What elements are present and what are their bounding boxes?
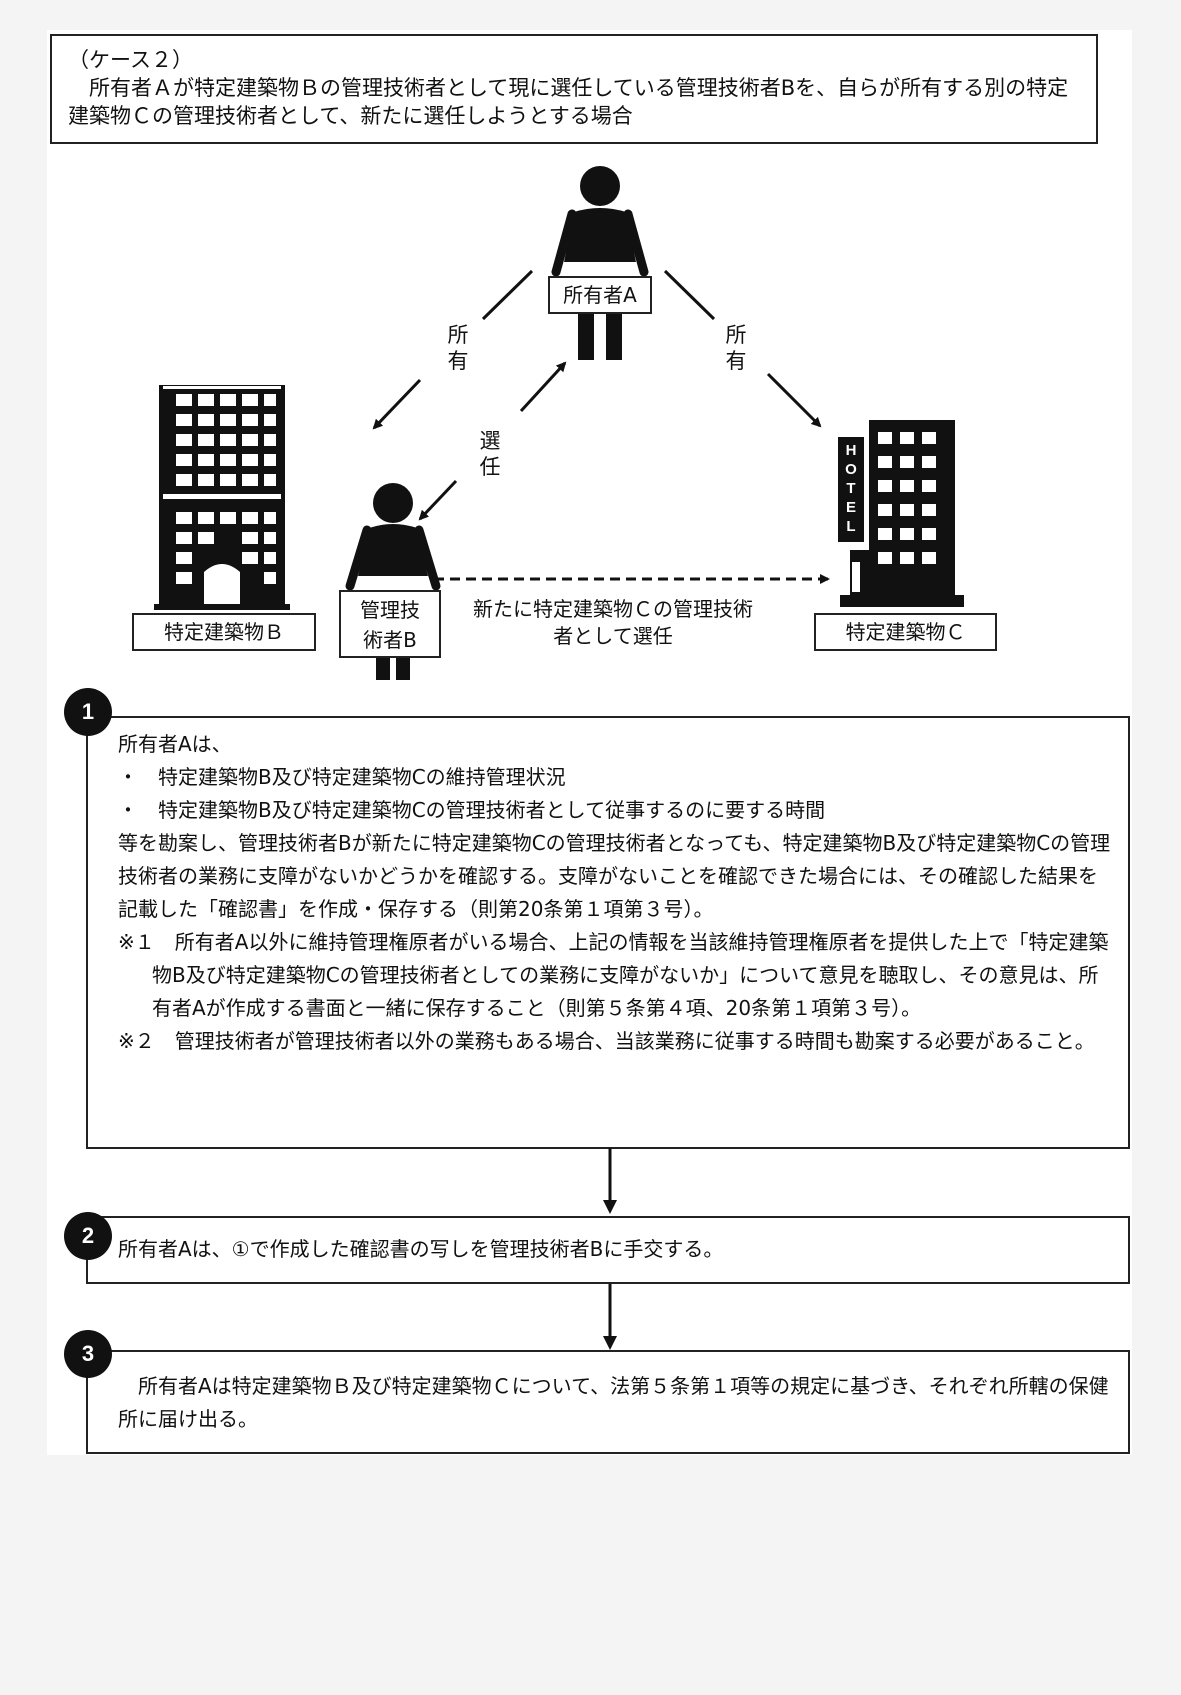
hotel-sign-letter: H bbox=[846, 442, 857, 459]
step1-bullet-1: ・ 特定建築物B及び特定建築物Cの維持管理状況 bbox=[118, 765, 566, 789]
case-description-box: （ケース２） 所有者Ａが特定建築物Ｂの管理技術者として現に選任している管理技術者… bbox=[50, 34, 1098, 144]
step1-number-badge: 1 bbox=[64, 688, 112, 736]
owns-c-arrow bbox=[766, 372, 822, 428]
owns-right-char-2: 有 bbox=[725, 349, 747, 373]
manager-b-label: 管理技 術者B bbox=[339, 590, 441, 658]
step1-box: 所有者Aは、 ・ 特定建築物B及び特定建築物Cの維持管理状況 ・ 特定建築物B及… bbox=[86, 716, 1130, 1149]
step2-number-badge: 2 bbox=[64, 1212, 112, 1260]
step3-box: 所有者Aは特定建築物Ｂ及び特定建築物Ｃについて、法第５条第１項等の規定に基づき、… bbox=[86, 1350, 1130, 1454]
manager-person-icon bbox=[345, 483, 441, 680]
step2-text: 所有者Aは、①で作成した確認書の写しを管理技術者Bに手交する。 bbox=[118, 1237, 724, 1261]
step1-intro: 所有者Aは、 bbox=[118, 732, 232, 756]
manager-b-label-line1: 管理技 bbox=[360, 598, 420, 622]
appoint-arrow-up bbox=[519, 361, 567, 413]
owner-person-icon bbox=[551, 166, 649, 360]
case-title: （ケース２） bbox=[68, 48, 193, 72]
case-description: 所有者Ａが特定建築物Ｂの管理技術者として現に選任している管理技術者Bを、自らが所… bbox=[68, 76, 1069, 128]
owns-right-char-1: 所 bbox=[725, 323, 747, 347]
owns-c-line-upper bbox=[663, 269, 716, 321]
hotel-sign-letter: T bbox=[846, 480, 855, 497]
owns-b-line-upper bbox=[481, 269, 534, 321]
step2-to-step3-arrow bbox=[603, 1284, 617, 1350]
step1-note-1: ※１ 所有者A以外に維持管理権原者がいる場合、上記の情報を当該維持管理権原者を提… bbox=[118, 930, 1109, 1020]
owns-b-arrow bbox=[372, 378, 422, 430]
building-b-label: 特定建築物Ｂ bbox=[132, 613, 316, 651]
appoint-char-1: 選 bbox=[479, 429, 501, 453]
step1-to-step2-arrow bbox=[603, 1148, 617, 1214]
step3-number-badge: 3 bbox=[64, 1330, 112, 1378]
manager-b-label-line2: 術者B bbox=[363, 628, 417, 652]
owns-left-char-2: 有 bbox=[447, 349, 469, 373]
building-c-label: 特定建築物Ｃ bbox=[814, 613, 997, 651]
step3-text: 所有者Aは特定建築物Ｂ及び特定建築物Ｃについて、法第５条第１項等の規定に基づき、… bbox=[118, 1374, 1109, 1431]
appoint-char-2: 任 bbox=[479, 455, 501, 479]
new-appoint-caption: 新たに特定建築物Ｃの管理技術 者として選任 bbox=[448, 596, 778, 650]
step2-box: 所有者Aは、①で作成した確認書の写しを管理技術者Bに手交する。 bbox=[86, 1216, 1130, 1284]
owner-a-label: 所有者A bbox=[548, 276, 652, 314]
hotel-sign-letter: O bbox=[845, 461, 857, 478]
step1-body: 等を勘案し、管理技術者Bが新たに特定建築物Cの管理技術者となっても、特定建築物B… bbox=[118, 831, 1111, 921]
new-appoint-caption-line1: 新たに特定建築物Ｃの管理技術 bbox=[473, 597, 753, 621]
building-b-icon bbox=[154, 385, 290, 610]
step1-note-2: ※２ 管理技術者が管理技術者以外の業務もある場合、当該業務に従事する時間も勘案す… bbox=[118, 1029, 1095, 1053]
hotel-sign-letter: L bbox=[846, 518, 855, 535]
step1-bullet-2: ・ 特定建築物B及び特定建築物Cの管理技術者として従事するのに要する時間 bbox=[118, 798, 826, 822]
owns-left-char-1: 所 bbox=[447, 323, 469, 347]
new-appoint-caption-line2: 者として選任 bbox=[553, 624, 673, 648]
appoint-arrow-down bbox=[418, 479, 458, 521]
hotel-sign-letter: E bbox=[846, 499, 856, 516]
